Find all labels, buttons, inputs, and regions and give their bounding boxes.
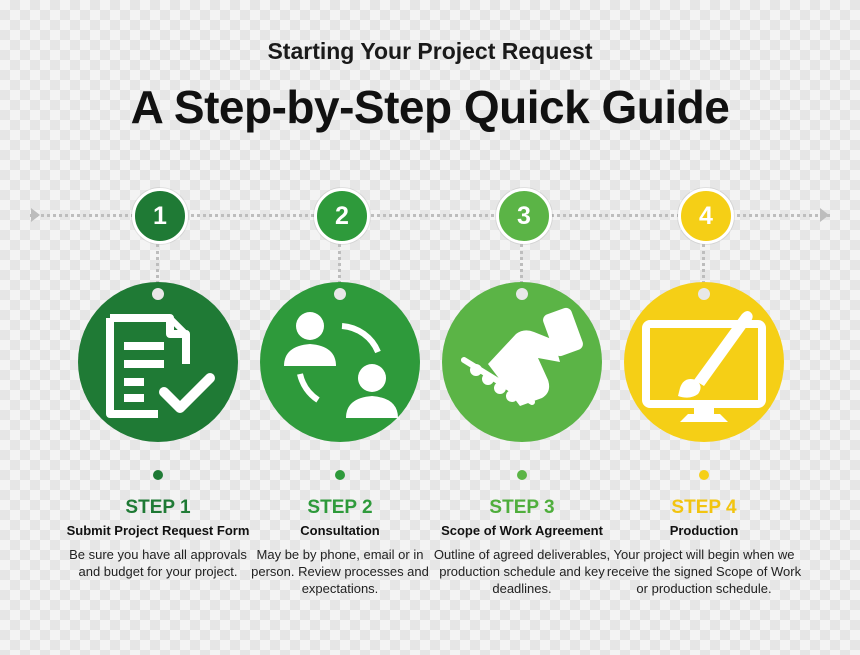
page-subtitle: Starting Your Project Request: [267, 38, 593, 64]
step-1: 1 STEP 1 Submit Project Request Form Be …: [58, 0, 258, 655]
step-dot: [153, 470, 163, 480]
step-label: STEP 4: [671, 497, 737, 518]
step-number-badge: 2: [314, 188, 370, 244]
step-name: Scope of Work Agreement: [441, 523, 603, 538]
step-description: Outline of agreed deliverables, producti…: [433, 547, 611, 596]
monitor-paintbrush-icon: [642, 311, 766, 422]
step-connector: [156, 244, 159, 284]
people-consultation-icon: [284, 312, 398, 418]
step-number-badge: 4: [678, 188, 734, 244]
step-number-badge: 3: [496, 188, 552, 244]
step-icon-circle: [624, 282, 784, 442]
timeline-arrow-left: [31, 208, 40, 222]
step-number-badge: 1: [132, 188, 188, 244]
form-checklist-icon: [106, 314, 215, 418]
step-label: STEP 3: [489, 497, 555, 518]
step-4: 4 STEP 4 Production Your project will be…: [604, 0, 804, 655]
step-dot: [699, 470, 709, 480]
step-icon-circle: [260, 282, 420, 442]
page-title: A Step-by-Step Quick Guide: [130, 81, 730, 133]
step-description: Be sure you have all approvals and budge…: [69, 547, 247, 579]
circle-pin: [516, 288, 528, 300]
circle-pin: [152, 288, 164, 300]
timeline-line: [30, 214, 830, 217]
circle-pin: [334, 288, 346, 300]
step-connector: [702, 244, 705, 284]
step-name: Production: [669, 523, 739, 538]
step-label: STEP 2: [307, 497, 373, 518]
step-dot: [517, 470, 527, 480]
step-description: Your project will begin when we receive …: [606, 547, 802, 596]
step-dot: [335, 470, 345, 480]
step-description: May be by phone, email or in person. Rev…: [251, 547, 429, 596]
step-icon-circle: [78, 282, 238, 442]
step-label: STEP 1: [125, 497, 191, 518]
circle-pin: [698, 288, 710, 300]
timeline-arrow-right: [820, 208, 829, 222]
step-3: 3 STEP 3 Scope of Work Agreement Outline…: [422, 0, 622, 655]
handshake-icon: [461, 307, 583, 406]
step-name: Submit Project Request Form: [66, 523, 250, 538]
step-2: 2 STEP 2 Consultation May be by phone, e…: [240, 0, 440, 655]
step-name: Consultation: [300, 523, 380, 538]
step-connector: [520, 244, 523, 284]
step-icon-circle: [442, 282, 602, 442]
step-connector: [338, 244, 341, 284]
